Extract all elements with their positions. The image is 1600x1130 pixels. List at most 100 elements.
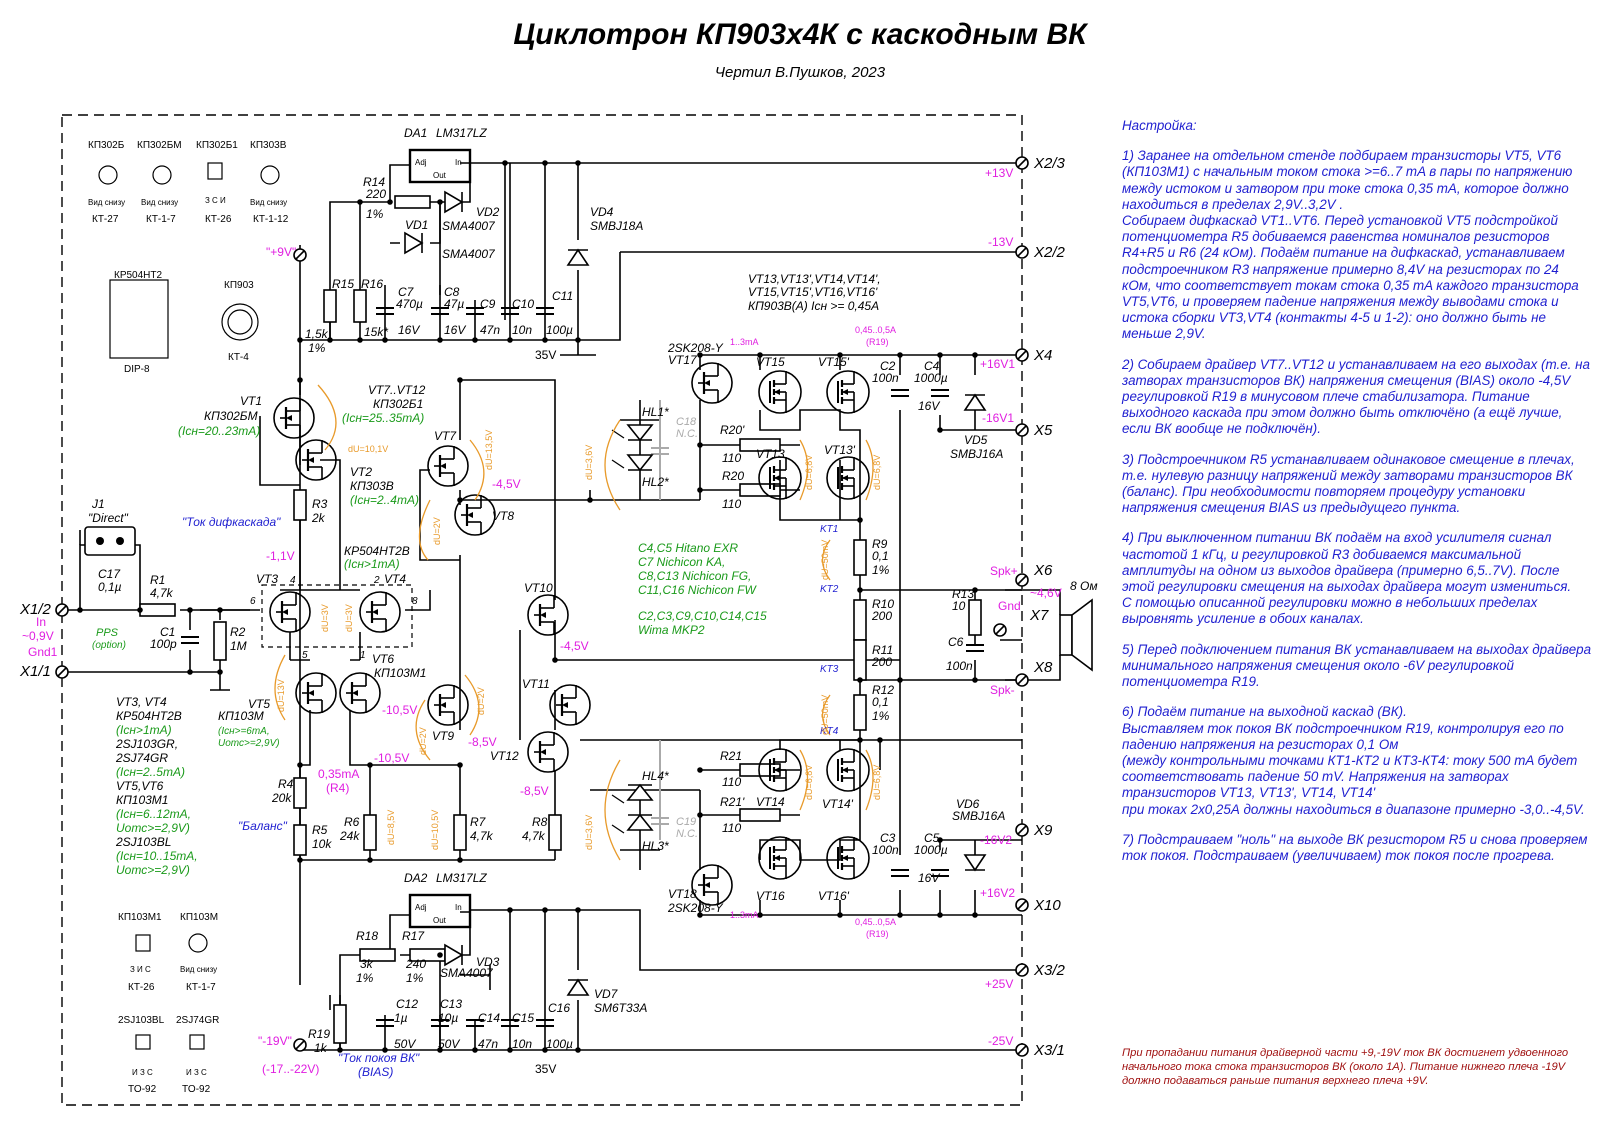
svg-text:КП103М: КП103М [218, 709, 264, 723]
svg-text:dU=6,8V: dU=6,8V [872, 765, 882, 800]
svg-text:SMBJ16A: SMBJ16A [952, 809, 1005, 823]
svg-text:TO-92: TO-92 [128, 1084, 157, 1095]
svg-text:SMBJ18A: SMBJ18A [590, 219, 643, 233]
svg-text:dU=50mV: dU=50mV [820, 540, 830, 580]
svg-text:КТ-26: КТ-26 [128, 982, 155, 993]
svg-text:(Iсн=20..23mA): (Iсн=20..23mA) [178, 424, 260, 438]
svg-text:R12: R12 [872, 683, 894, 697]
svg-text:КП303В: КП303В [250, 140, 287, 151]
svg-text:0,1: 0,1 [872, 695, 889, 709]
svg-text:1%: 1% [872, 709, 890, 723]
svg-text:2SK208-Y: 2SK208-Y [667, 341, 724, 355]
svg-text:SMA4007: SMA4007 [442, 247, 496, 261]
svg-text:З С И: З С И [205, 196, 226, 205]
svg-text:100µ: 100µ [546, 323, 573, 337]
svg-text:2: 2 [373, 575, 380, 586]
svg-text:1%: 1% [366, 207, 384, 221]
svg-text:16V: 16V [918, 399, 940, 413]
svg-text:C18: C18 [676, 416, 697, 428]
svg-text:N.C.: N.C. [676, 828, 698, 840]
svg-text:1%: 1% [356, 971, 374, 985]
svg-text:C1: C1 [160, 625, 175, 639]
svg-text:VT14: VT14 [756, 795, 785, 809]
svg-text:dU=6,8V: dU=6,8V [872, 455, 882, 490]
svg-text:-1,1V: -1,1V [266, 549, 295, 563]
svg-text:"Баланс": "Баланс" [238, 819, 288, 833]
svg-text:In: In [455, 903, 462, 912]
svg-text:VD4: VD4 [590, 205, 614, 219]
svg-text:КП302Б1: КП302Б1 [373, 397, 423, 411]
svg-text:VT14': VT14' [822, 797, 854, 811]
svg-text:dU=2V: dU=2V [476, 687, 486, 715]
svg-text:КТ-1-12: КТ-1-12 [253, 214, 289, 225]
svg-text:2SJ74GR: 2SJ74GR [176, 1015, 219, 1026]
svg-text:35V: 35V [535, 1062, 556, 1076]
svg-text:-25V: -25V [988, 1034, 1013, 1048]
svg-text:R16: R16 [361, 277, 383, 291]
svg-text:KT4: KT4 [820, 726, 839, 737]
svg-text:LM317LZ: LM317LZ [436, 871, 487, 885]
svg-text:dU=10,1V: dU=10,1V [348, 444, 388, 454]
svg-text:dU=3V: dU=3V [344, 604, 354, 632]
svg-text:VT3: VT3 [256, 572, 278, 586]
svg-text:SMA4007: SMA4007 [442, 219, 496, 233]
svg-text:R10: R10 [872, 597, 894, 611]
svg-text:C13: C13 [440, 997, 462, 1011]
svg-text:C3: C3 [880, 831, 896, 845]
svg-text:КП302Б: КП302Б [88, 140, 125, 151]
svg-text:КП302БМ: КП302БМ [137, 140, 182, 151]
conn-x9: X9 [1033, 822, 1053, 839]
svg-text:КП303В: КП303В [350, 479, 394, 493]
svg-text:PPS: PPS [96, 627, 119, 639]
svg-text:VT13: VT13 [756, 447, 785, 461]
svg-text:Out: Out [433, 916, 447, 925]
svg-text:VT3, VT4: VT3, VT4 [116, 695, 167, 709]
svg-text:200: 200 [871, 609, 892, 623]
svg-text:Wima MKP2: Wima MKP2 [638, 623, 705, 637]
svg-text:R11: R11 [872, 643, 893, 657]
svg-text:"Ток покоя ВК": "Ток покоя ВК" [338, 1051, 420, 1065]
svg-text:R13: R13 [952, 587, 974, 601]
svg-text:HL1*: HL1* [642, 405, 669, 419]
svg-text:КП302Б1: КП302Б1 [196, 140, 238, 151]
svg-text:1000µ: 1000µ [914, 843, 948, 857]
svg-text:dU=10,5V: dU=10,5V [430, 810, 440, 850]
notes-step: 2) Собираем драйвер VT7..VT12 и устанавл… [1122, 356, 1590, 437]
svg-text:VT16: VT16 [756, 889, 785, 903]
svg-text:C17: C17 [98, 567, 121, 581]
svg-text:470µ: 470µ [396, 297, 423, 311]
svg-text:(R4): (R4) [326, 781, 349, 795]
svg-text:dU=13,5V: dU=13,5V [484, 430, 494, 470]
svg-text:2k: 2k [311, 511, 326, 525]
svg-text:(-17..-22V): (-17..-22V) [262, 1062, 319, 1076]
svg-text:0,45..0,5A: 0,45..0,5A [855, 325, 896, 335]
svg-text:VT16': VT16' [818, 889, 850, 903]
svg-text:КП903В(А) Iсн >= 0,45А: КП903В(А) Iсн >= 0,45А [748, 299, 879, 313]
svg-text:-4,5V: -4,5V [492, 477, 521, 491]
svg-text:47n: 47n [478, 1037, 498, 1051]
svg-text:(Iсн>1mA): (Iсн>1mA) [116, 723, 172, 737]
svg-text:TO-92: TO-92 [182, 1084, 211, 1095]
svg-text:dU=3,6V: dU=3,6V [584, 445, 594, 480]
notes-step: 1) Заранее на отдельном стенде подбираем… [1122, 148, 1579, 342]
svg-text:dU=2V: dU=2V [432, 517, 442, 545]
svg-text:"+9V": "+9V" [266, 245, 296, 259]
svg-text:"Direct": "Direct" [88, 511, 129, 525]
svg-text:R1: R1 [150, 573, 165, 587]
svg-text:VT11: VT11 [522, 677, 550, 691]
svg-text:(Iсн=10..15mA,: (Iсн=10..15mA, [116, 849, 198, 863]
svg-text:И З С: И З С [132, 1068, 153, 1077]
svg-text:16V: 16V [918, 871, 940, 885]
svg-text:C9: C9 [480, 297, 496, 311]
svg-text:VT1: VT1 [240, 394, 262, 408]
svg-text:HL3*: HL3* [642, 839, 669, 853]
conn-x3-1: X3/1 [1033, 1042, 1065, 1059]
svg-text:8: 8 [412, 596, 418, 607]
svg-text:VT13': VT13' [824, 443, 856, 457]
svg-text:16V: 16V [444, 323, 466, 337]
tuning-notes: Настройка: 1) Заранее на отдельном стенд… [1122, 118, 1592, 878]
svg-text:R21': R21' [720, 795, 745, 809]
svg-text:КП103М1: КП103М1 [116, 793, 168, 807]
svg-text:VT15': VT15' [818, 355, 850, 369]
svg-text:Adj: Adj [415, 903, 427, 912]
